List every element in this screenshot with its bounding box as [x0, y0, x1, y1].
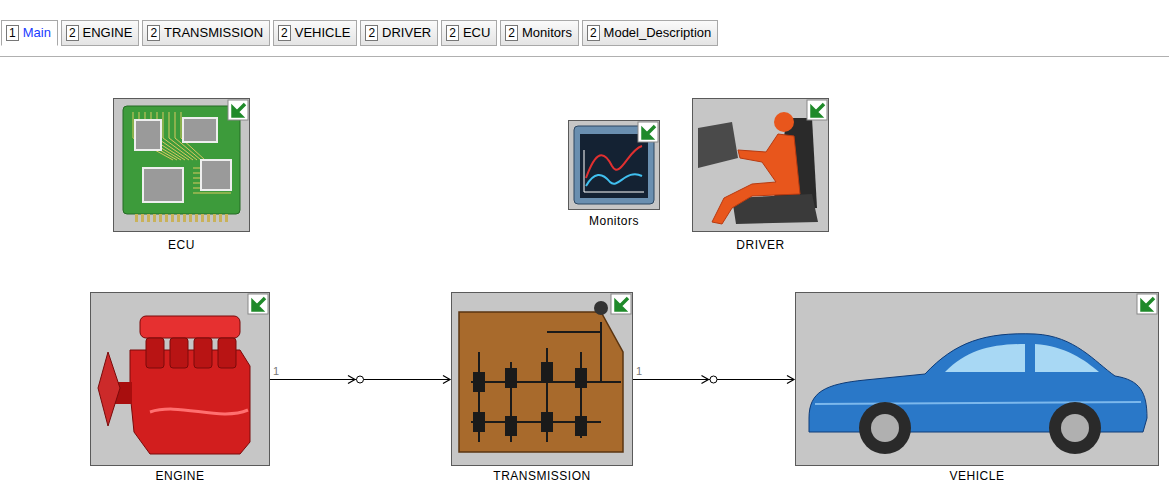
- tab-number: 2: [446, 25, 459, 41]
- block-label: VEHICLE: [948, 469, 1007, 483]
- block-icon: [113, 98, 250, 232]
- tab: 2VEHICLE: [273, 20, 357, 46]
- tab-title: VEHICLE: [295, 25, 351, 41]
- block-icon: [90, 292, 270, 466]
- tab: 2ENGINE: [61, 20, 140, 46]
- tab-number: 2: [278, 25, 291, 41]
- tab: 2TRANSMISSION: [142, 20, 270, 46]
- tab-title: Monitors: [522, 25, 572, 41]
- engine-block: ENGINE: [90, 292, 270, 466]
- tab-title: ECU: [463, 25, 490, 41]
- block-icon: [568, 120, 660, 210]
- tab-rule: [0, 56, 1169, 57]
- tab-number: 1: [6, 25, 19, 41]
- block-label: Monitors: [587, 214, 642, 228]
- tab: 2Monitors: [500, 20, 579, 46]
- tab-number: 2: [147, 25, 160, 41]
- tab-number: 2: [505, 25, 518, 41]
- port-number: 1: [273, 365, 279, 377]
- monitors-block: Monitors: [568, 120, 660, 210]
- tab: 2DRIVER: [360, 20, 438, 46]
- block-label: DRIVER: [734, 238, 787, 252]
- block-icon: [692, 98, 829, 232]
- block-icon: [795, 292, 1159, 466]
- signal-connector: [633, 376, 794, 384]
- signal-connector: [270, 376, 450, 384]
- tab-number: 2: [365, 25, 378, 41]
- block-label: TRANSMISSION: [491, 469, 593, 483]
- block-label: ECU: [166, 238, 197, 252]
- tab: 1Main: [1, 20, 58, 46]
- tab-number: 2: [66, 25, 79, 41]
- transmission-block: TRANSMISSION: [451, 292, 633, 466]
- block-icon: [451, 292, 633, 466]
- driver-block: DRIVER: [692, 98, 829, 232]
- tab-title: ENGINE: [83, 25, 133, 41]
- tab-title: TRANSMISSION: [164, 25, 263, 41]
- port-number: 1: [636, 365, 642, 377]
- tab: 2ECU: [441, 20, 497, 46]
- block-label: ENGINE: [153, 469, 207, 483]
- tab-title: DRIVER: [382, 25, 431, 41]
- ecu-block: ECU: [113, 98, 250, 232]
- vehicle-block: VEHICLE: [795, 292, 1159, 466]
- tab-title: Model_Description: [604, 25, 712, 41]
- tab: 2Model_Description: [582, 20, 718, 46]
- tab-title: Main: [23, 25, 51, 41]
- tab-number: 2: [587, 25, 600, 41]
